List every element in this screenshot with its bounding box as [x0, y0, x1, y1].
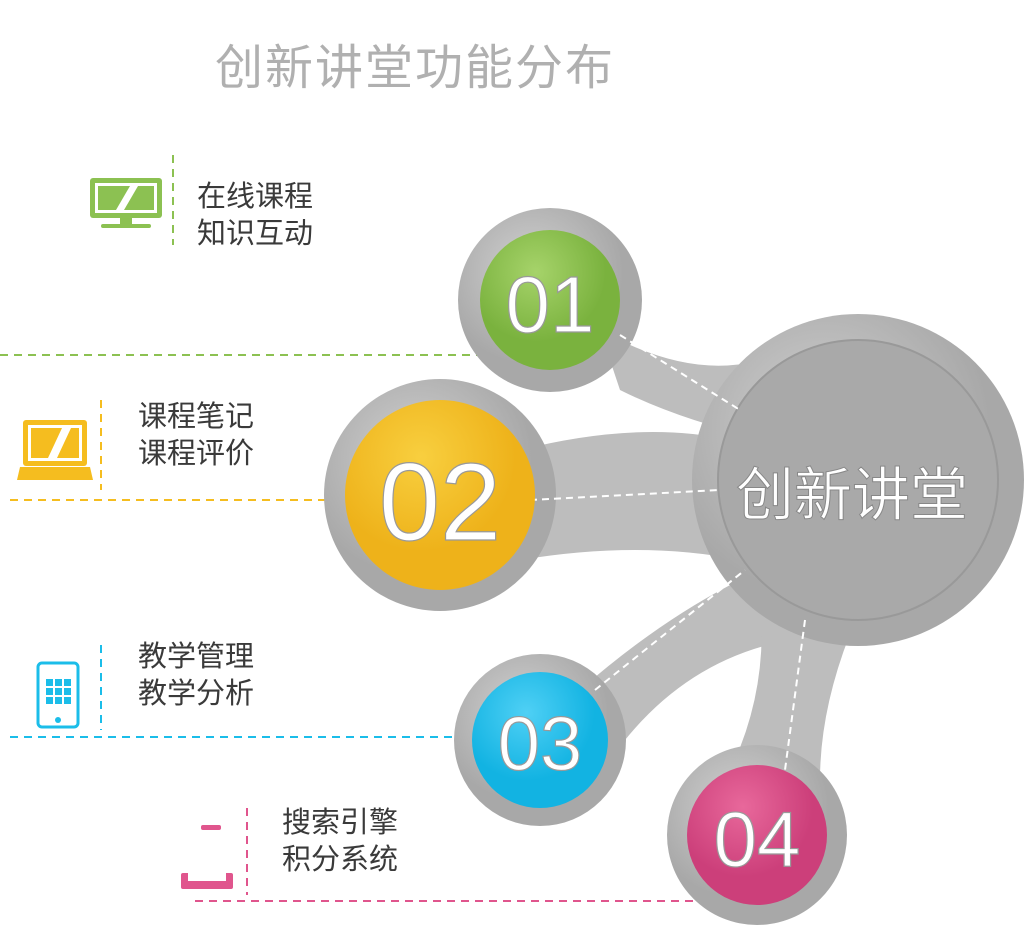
- node-number: 02: [379, 441, 501, 564]
- feature-02-text: 课程笔记 课程评价: [138, 398, 254, 472]
- node-01: [480, 230, 620, 370]
- phone-icon: [181, 825, 233, 889]
- node-02: [345, 400, 535, 590]
- feature-04-text: 搜索引擎 积分系统: [282, 804, 398, 878]
- feature-line: 在线课程: [197, 179, 314, 213]
- feature-line: 知识互动: [197, 216, 314, 250]
- monitor-icon: [90, 178, 162, 228]
- feature-line: 积分系统: [282, 842, 399, 876]
- feature-line: 教学分析: [138, 676, 255, 710]
- node-number: 03: [498, 702, 583, 787]
- center-circle: [717, 339, 999, 621]
- laptop-icon: [17, 420, 93, 480]
- feature-line: 课程笔记: [138, 399, 255, 433]
- feature-line: 课程评价: [138, 436, 255, 470]
- node-number: 01: [506, 260, 595, 349]
- page-title: 创新讲堂功能分布: [215, 40, 616, 96]
- center-label: 创新讲堂: [736, 461, 968, 529]
- feature-01-text: 在线课程 知识互动: [197, 178, 313, 252]
- node-04: [687, 765, 827, 905]
- tablet-icon: [36, 661, 80, 729]
- node-number: 04: [714, 795, 801, 883]
- feature-03-text: 教学管理 教学分析: [138, 638, 254, 712]
- node-03: [472, 672, 608, 808]
- connector-blob: [520, 330, 860, 790]
- feature-line: 搜索引擎: [282, 805, 399, 839]
- feature-line: 教学管理: [138, 639, 255, 673]
